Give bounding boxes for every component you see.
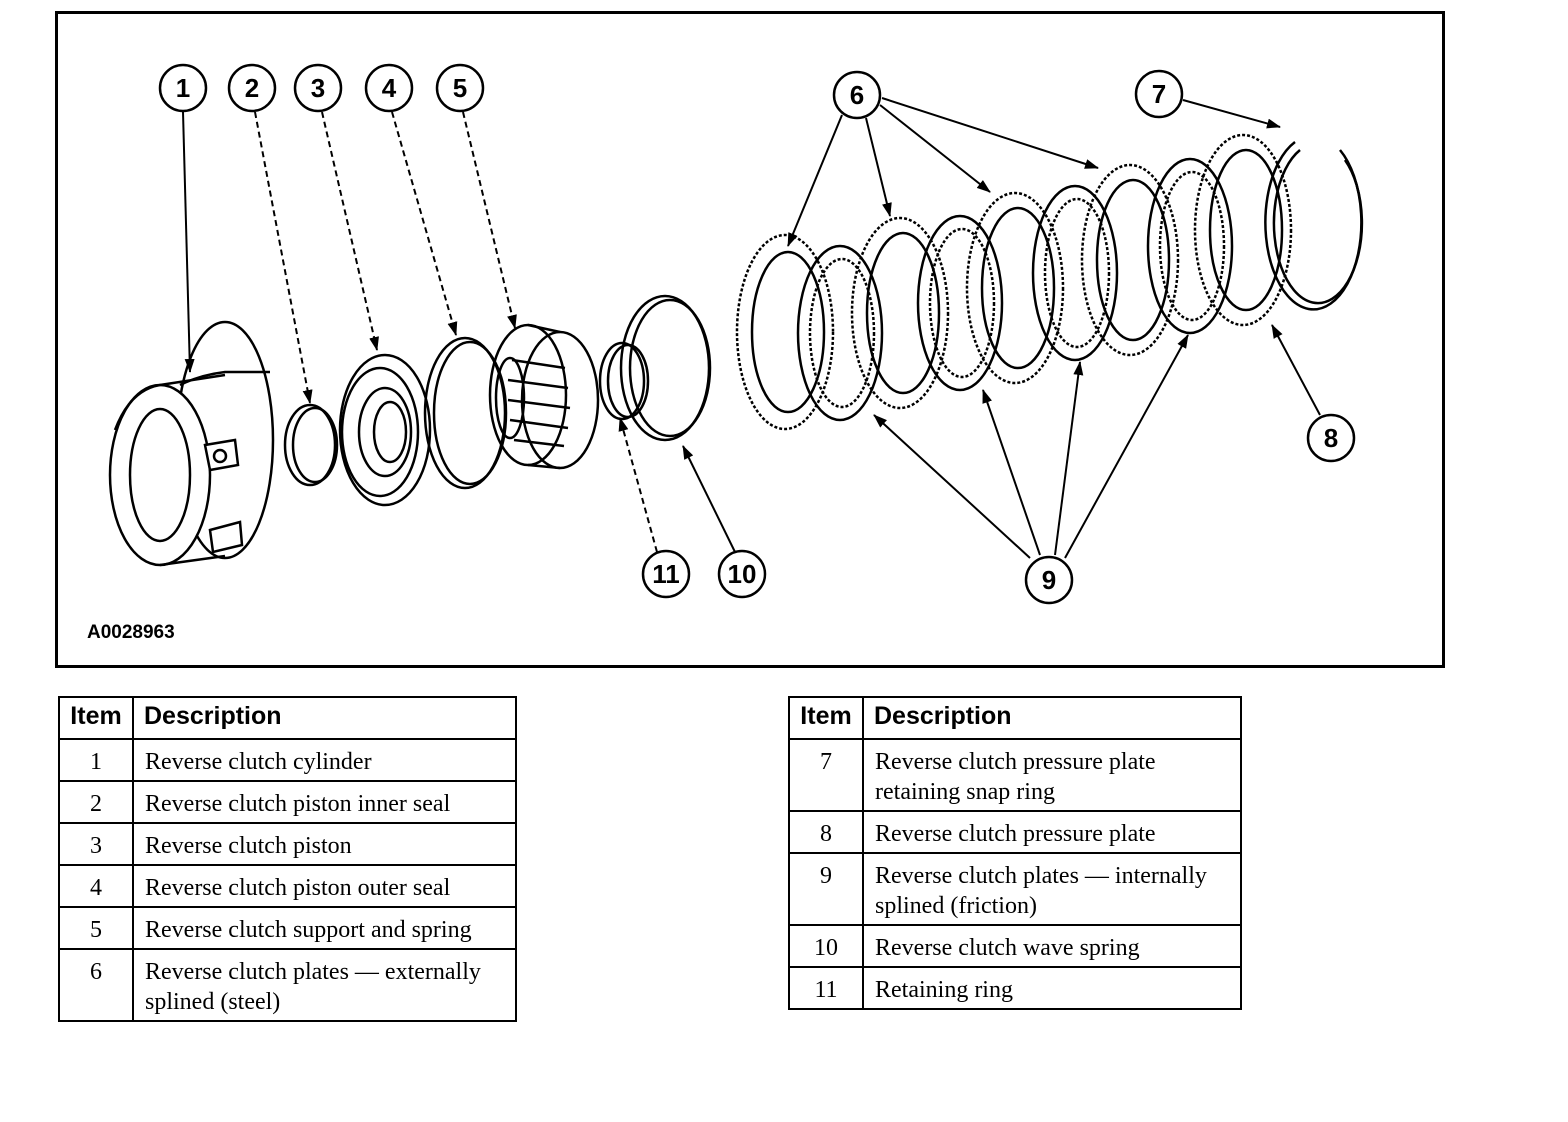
header-item: Item — [58, 696, 134, 740]
callout-4: 4 — [364, 63, 414, 113]
callout-11: 11 — [641, 549, 691, 599]
callout-label: 10 — [728, 559, 757, 589]
part-piston-outer-seal — [423, 336, 508, 490]
item-number: 7 — [788, 738, 864, 812]
callout-2: 2 — [227, 63, 277, 113]
part-retaining-ring — [598, 341, 650, 421]
item-number: 5 — [58, 906, 134, 950]
callout-5: 5 — [435, 63, 485, 113]
part-pressure-plate-snap-ring — [1264, 141, 1364, 311]
part-support-and-spring — [488, 323, 600, 470]
callout-6: 6 — [832, 70, 882, 120]
callout-label: 3 — [311, 73, 325, 103]
item-description: Reverse clutch plates — internally splin… — [862, 852, 1242, 926]
item-description: Reverse clutch piston — [132, 822, 517, 866]
callout-label: 8 — [1324, 423, 1338, 453]
part-clutch-plate-pack — [735, 133, 1293, 431]
item-description: Reverse clutch wave spring — [862, 924, 1242, 968]
item-number: 8 — [788, 810, 864, 854]
callout-label: 6 — [850, 80, 864, 110]
item-number: 3 — [58, 822, 134, 866]
item-description: Reverse clutch pressure plate — [862, 810, 1242, 854]
item-number: 2 — [58, 780, 134, 824]
callout-label: 9 — [1042, 565, 1056, 595]
item-description: Reverse clutch support and spring — [132, 906, 517, 950]
callout-3: 3 — [293, 63, 343, 113]
item-description: Reverse clutch piston outer seal — [132, 864, 517, 908]
part-reverse-clutch-cylinder — [108, 320, 275, 567]
callout-label: 7 — [1152, 79, 1166, 109]
item-number: 1 — [58, 738, 134, 782]
part-reverse-clutch-piston — [338, 353, 432, 507]
callout-label: 11 — [652, 559, 680, 589]
item-description: Reverse clutch pressure plate retaining … — [862, 738, 1242, 812]
header-item: Item — [788, 696, 864, 740]
legend-header-row: Item Description — [58, 696, 517, 740]
header-description: Description — [132, 696, 517, 740]
callout-10: 10 — [717, 549, 767, 599]
part-piston-inner-seal — [283, 403, 339, 487]
item-number: 10 — [788, 924, 864, 968]
diagram-frame — [55, 11, 1445, 668]
item-description: Reverse clutch cylinder — [132, 738, 517, 782]
figure-code: A0028963 — [87, 622, 175, 643]
callout-7: 7 — [1134, 69, 1184, 119]
item-description: Reverse clutch piston inner seal — [132, 780, 517, 824]
callout-1: 1 — [158, 63, 208, 113]
item-number: 4 — [58, 864, 134, 908]
callout-label: 2 — [245, 73, 259, 103]
callout-9: 9 — [1024, 555, 1074, 605]
part-wave-spring — [619, 294, 712, 442]
item-description: Retaining ring — [862, 966, 1242, 1010]
callout-label: 5 — [453, 73, 467, 103]
leader-lines — [182, 97, 1321, 559]
header-description: Description — [862, 696, 1242, 740]
item-number: 11 — [788, 966, 864, 1010]
callout-label: 4 — [382, 73, 397, 103]
legend-header-row: Item Description — [788, 696, 1242, 740]
item-number: 6 — [58, 948, 134, 1022]
item-description: Reverse clutch plates — externally splin… — [132, 948, 517, 1022]
item-number: 9 — [788, 852, 864, 926]
callout-8: 8 — [1306, 413, 1356, 463]
callout-label: 1 — [176, 73, 190, 103]
